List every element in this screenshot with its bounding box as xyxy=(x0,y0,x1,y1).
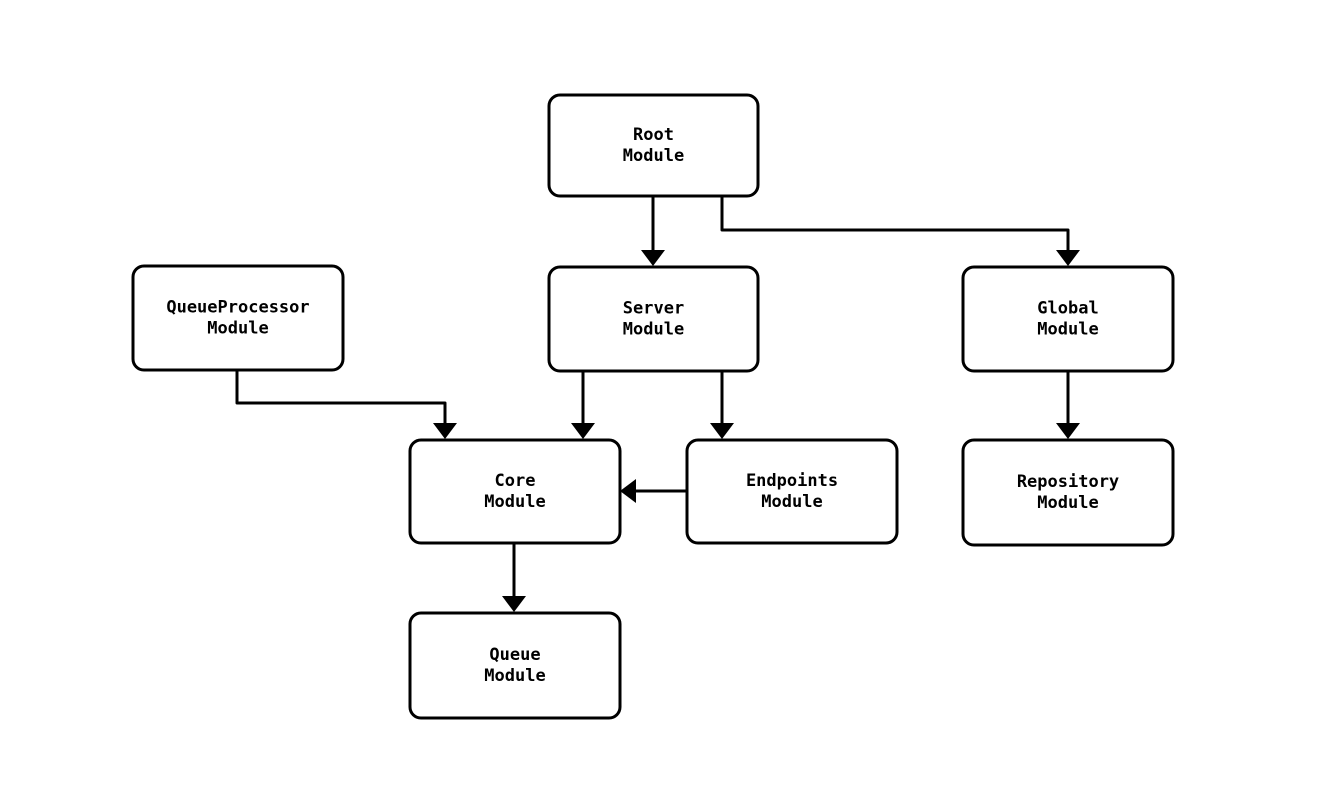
arrowhead-icon xyxy=(1056,423,1080,439)
node-label-line1: QueueProcessor xyxy=(166,297,309,317)
edge-root-to-global xyxy=(720,196,1080,266)
node-label-line2: Module xyxy=(484,492,545,512)
edge-queueprocessor-to-core xyxy=(235,370,457,439)
node-label-line1: Queue xyxy=(489,645,540,665)
arrowhead-icon xyxy=(1056,250,1080,266)
arrowhead-icon xyxy=(710,423,734,439)
node-label-line2: Module xyxy=(207,319,268,339)
edge-layer xyxy=(235,196,1080,612)
edge-endpoints-to-core xyxy=(620,479,687,503)
node-box[interactable] xyxy=(131,264,345,372)
node-label-line2: Module xyxy=(761,492,822,512)
node-label-line2: Module xyxy=(623,320,684,340)
node-box[interactable] xyxy=(685,438,899,545)
node-label-line1: Server xyxy=(623,298,684,318)
edge-global-to-repository xyxy=(1056,371,1080,439)
arrowhead-icon xyxy=(433,423,457,439)
edge-root-to-server xyxy=(641,196,665,266)
arrowhead-icon xyxy=(571,423,595,439)
node-label-line1: Root xyxy=(633,125,674,145)
arrowhead-icon xyxy=(641,250,665,266)
edge-server-to-core xyxy=(571,371,595,439)
node-box[interactable] xyxy=(547,265,760,373)
edge-line xyxy=(235,370,447,429)
node-label-line1: Global xyxy=(1037,298,1098,318)
node-box[interactable] xyxy=(408,438,622,545)
edge-core-to-queue xyxy=(502,543,526,612)
edge-server-to-endpoints xyxy=(710,371,734,439)
node-label-line1: Core xyxy=(495,471,536,491)
node-label-line2: Module xyxy=(1037,320,1098,340)
node-box[interactable] xyxy=(961,265,1175,373)
node-label-line1: Endpoints xyxy=(746,471,838,491)
node-box[interactable] xyxy=(408,611,622,720)
node-label-line2: Module xyxy=(623,146,684,166)
node-label-line1: Repository xyxy=(1017,472,1119,492)
node-label-line2: Module xyxy=(1037,493,1098,513)
arrowhead-icon xyxy=(620,479,636,503)
node-label-line2: Module xyxy=(484,666,545,686)
edge-line xyxy=(720,196,1070,256)
arrowhead-icon xyxy=(502,596,526,612)
node-box[interactable] xyxy=(961,438,1175,547)
node-box[interactable] xyxy=(547,93,760,198)
